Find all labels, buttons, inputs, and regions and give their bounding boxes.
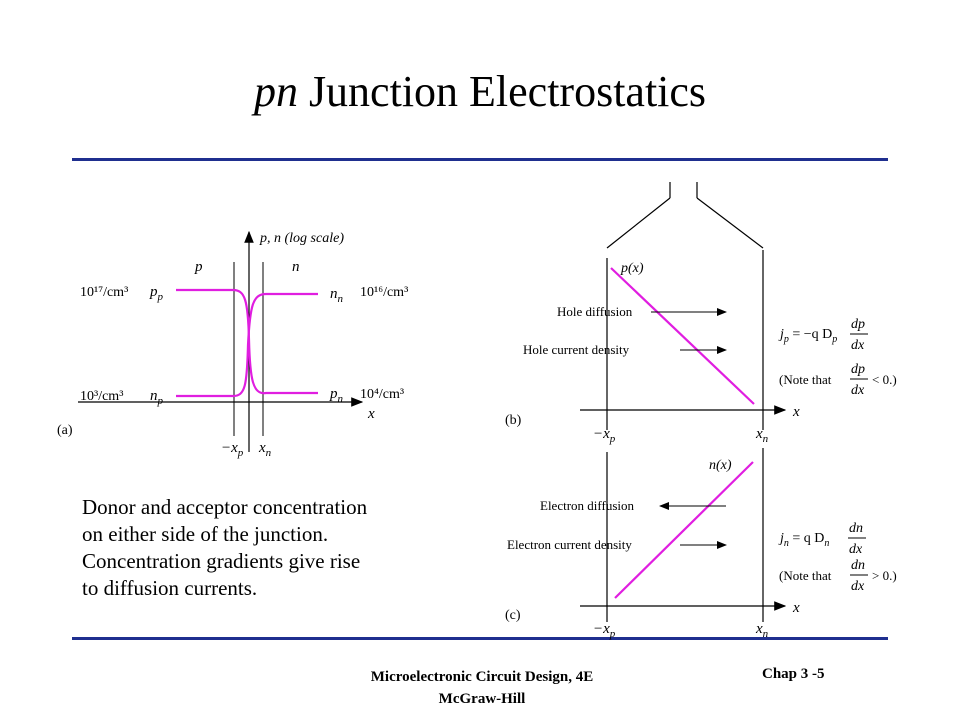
c-label-xp: −xp [593, 621, 616, 640]
top-rule [72, 158, 888, 161]
a-label-xn: xn [258, 440, 272, 459]
b-label-xp: −xp [593, 426, 616, 445]
caption-line-1: Donor and acceptor concentration [82, 495, 368, 519]
b-hole-profile [610, 267, 755, 405]
a-label-nn: nn [330, 286, 344, 305]
caption-line-2: on either side of the junction. [82, 522, 329, 546]
c-arrow2-label: Electron current density [507, 537, 632, 552]
b-note-post: < 0.) [872, 372, 897, 387]
b-equation: jp = −q Dp [778, 327, 837, 345]
b-note-pre: (Note that [779, 372, 832, 387]
title-italic: pn [253, 67, 298, 116]
footer-publisher: McGraw-Hill [438, 691, 526, 707]
c-frac-den: dx [849, 542, 863, 557]
a-panel-label: (a) [57, 423, 73, 438]
a-label-np: np [150, 388, 164, 407]
c-equation: jn = q Dn [778, 531, 829, 549]
a-region-n: n [292, 259, 300, 275]
junction-bracket [606, 182, 764, 249]
a-left-high: 10¹⁷/cm³ [80, 285, 128, 300]
c-arrow1-label: Electron diffusion [540, 498, 634, 513]
c-curve-label: n(x) [709, 458, 732, 473]
c-frac-num: dn [849, 521, 863, 536]
a-label-pn: pn [329, 386, 344, 405]
figure-b: p(x) Hole diffusion Hole current density… [505, 250, 897, 445]
b-note-den: dx [851, 383, 865, 398]
footer-left: Microelectronic Circuit Design, 4E McGra… [342, 666, 622, 710]
b-frac-den: dx [851, 338, 865, 353]
b-arrow2-label: Hole current density [523, 342, 630, 357]
c-note-pre: (Note that [779, 568, 832, 583]
c-label-xn: xn [755, 621, 769, 640]
b-arrow1-label: Hole diffusion [557, 304, 633, 319]
b-panel-label: (b) [505, 413, 522, 428]
b-frac-num: dp [851, 317, 865, 332]
a-left-low: 10³/cm³ [80, 389, 123, 404]
a-curve-majority-n [176, 292, 318, 398]
figure-a: p, n (log scale) p n 10¹⁷/cm³ 10³/cm³ 10… [57, 230, 408, 459]
footer-chapter: Chap 3 -5 [762, 666, 825, 682]
b-curve-label: p(x) [620, 261, 644, 276]
c-note-den: dx [851, 579, 865, 594]
c-note-num: dn [851, 558, 865, 573]
caption: Donor and acceptor concentration on eith… [82, 494, 462, 602]
b-x-label: x [792, 404, 800, 420]
a-right-high: 10¹⁶/cm³ [360, 285, 408, 300]
c-panel-label: (c) [505, 608, 521, 623]
a-label-xp: −xp [221, 440, 244, 459]
caption-line-3: Concentration gradients give rise [82, 549, 361, 573]
a-right-low: 10⁴/cm³ [360, 387, 404, 402]
title-rest: Junction Electrostatics [297, 67, 707, 116]
footer-book: Microelectronic Circuit Design, 4E [370, 669, 594, 685]
c-x-label: x [792, 600, 800, 616]
a-axis-label: p, n (log scale) [259, 231, 344, 246]
c-note-post: > 0.) [872, 568, 897, 583]
c-electron-profile [614, 461, 754, 599]
slide-title: pn Junction Electrostatics [0, 66, 960, 117]
figure-c: n(x) Electron diffusion Electron current… [505, 448, 897, 640]
a-x-label: x [367, 406, 375, 422]
caption-line-4: to diffusion currents. [82, 576, 258, 600]
b-note-num: dp [851, 362, 865, 377]
b-label-xn: xn [755, 426, 769, 445]
bottom-rule [72, 637, 888, 640]
a-label-pp: pp [149, 284, 164, 303]
a-region-p: p [194, 259, 203, 275]
